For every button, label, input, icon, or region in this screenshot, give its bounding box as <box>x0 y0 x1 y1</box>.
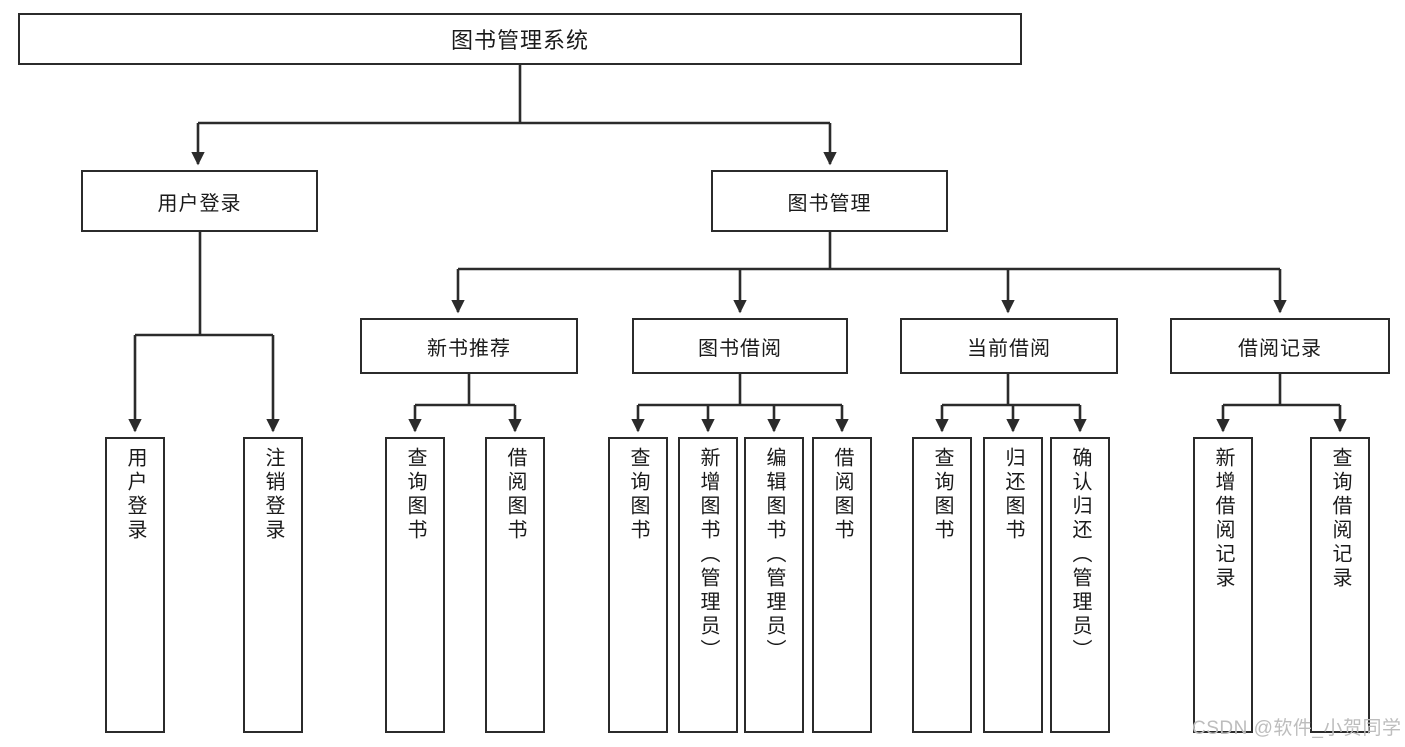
leaf-query-book-borrow[interactable]: 查询图书 <box>608 437 668 733</box>
node-borrow-record[interactable]: 借阅记录 <box>1170 318 1390 374</box>
leaf-borrow-book[interactable]: 借阅图书 <box>812 437 872 733</box>
node-book-management-label: 图书管理 <box>787 192 872 215</box>
leaf-logout-label: 注销登录 <box>262 447 284 543</box>
node-new-book-recommend-label: 新书推荐 <box>427 337 511 360</box>
leaf-borrow-book-label: 借阅图书 <box>831 447 853 543</box>
watermark: CSDN @软件_小贺同学 <box>1192 718 1402 739</box>
leaf-query-book-current-label: 查询图书 <box>931 447 953 543</box>
leaf-query-borrow-record-label: 查询借阅记录 <box>1329 447 1351 591</box>
node-user-login-label: 用户登录 <box>157 192 242 215</box>
leaf-add-book-admin[interactable]: 新增图书（管理员） <box>678 437 738 733</box>
leaf-confirm-return-admin-label: 确认归还（管理员） <box>1069 447 1091 663</box>
leaf-add-book-admin-label: 新增图书（管理员） <box>697 447 719 663</box>
leaf-edit-book-admin[interactable]: 编辑图书（管理员） <box>744 437 804 733</box>
node-book-borrow-label: 图书借阅 <box>698 337 782 360</box>
leaf-logout[interactable]: 注销登录 <box>243 437 303 733</box>
leaf-confirm-return-admin[interactable]: 确认归还（管理员） <box>1050 437 1110 733</box>
node-user-login[interactable]: 用户登录 <box>81 170 318 232</box>
leaf-edit-book-admin-label: 编辑图书（管理员） <box>763 447 785 663</box>
node-new-book-recommend[interactable]: 新书推荐 <box>360 318 578 374</box>
node-current-borrow[interactable]: 当前借阅 <box>900 318 1118 374</box>
leaf-add-borrow-record[interactable]: 新增借阅记录 <box>1193 437 1253 733</box>
node-current-borrow-label: 当前借阅 <box>967 337 1051 360</box>
leaf-query-book-borrow-label: 查询图书 <box>627 447 649 543</box>
node-book-borrow[interactable]: 图书借阅 <box>632 318 848 374</box>
leaf-return-book[interactable]: 归还图书 <box>983 437 1043 733</box>
node-book-management[interactable]: 图书管理 <box>711 170 948 232</box>
leaf-query-book-newbook[interactable]: 查询图书 <box>385 437 445 733</box>
leaf-user-login[interactable]: 用户登录 <box>105 437 165 733</box>
node-root-label: 图书管理系统 <box>450 28 589 53</box>
node-borrow-record-label: 借阅记录 <box>1238 337 1322 360</box>
leaf-borrow-book-newbook[interactable]: 借阅图书 <box>485 437 545 733</box>
leaf-return-book-label: 归还图书 <box>1002 447 1024 543</box>
leaf-query-book-current[interactable]: 查询图书 <box>912 437 972 733</box>
leaf-query-borrow-record[interactable]: 查询借阅记录 <box>1310 437 1370 733</box>
leaf-user-login-label: 用户登录 <box>124 447 146 543</box>
leaf-add-borrow-record-label: 新增借阅记录 <box>1212 447 1234 591</box>
node-root[interactable]: 图书管理系统 <box>18 13 1022 65</box>
leaf-borrow-book-newbook-label: 借阅图书 <box>504 447 526 543</box>
leaf-query-book-newbook-label: 查询图书 <box>404 447 426 543</box>
